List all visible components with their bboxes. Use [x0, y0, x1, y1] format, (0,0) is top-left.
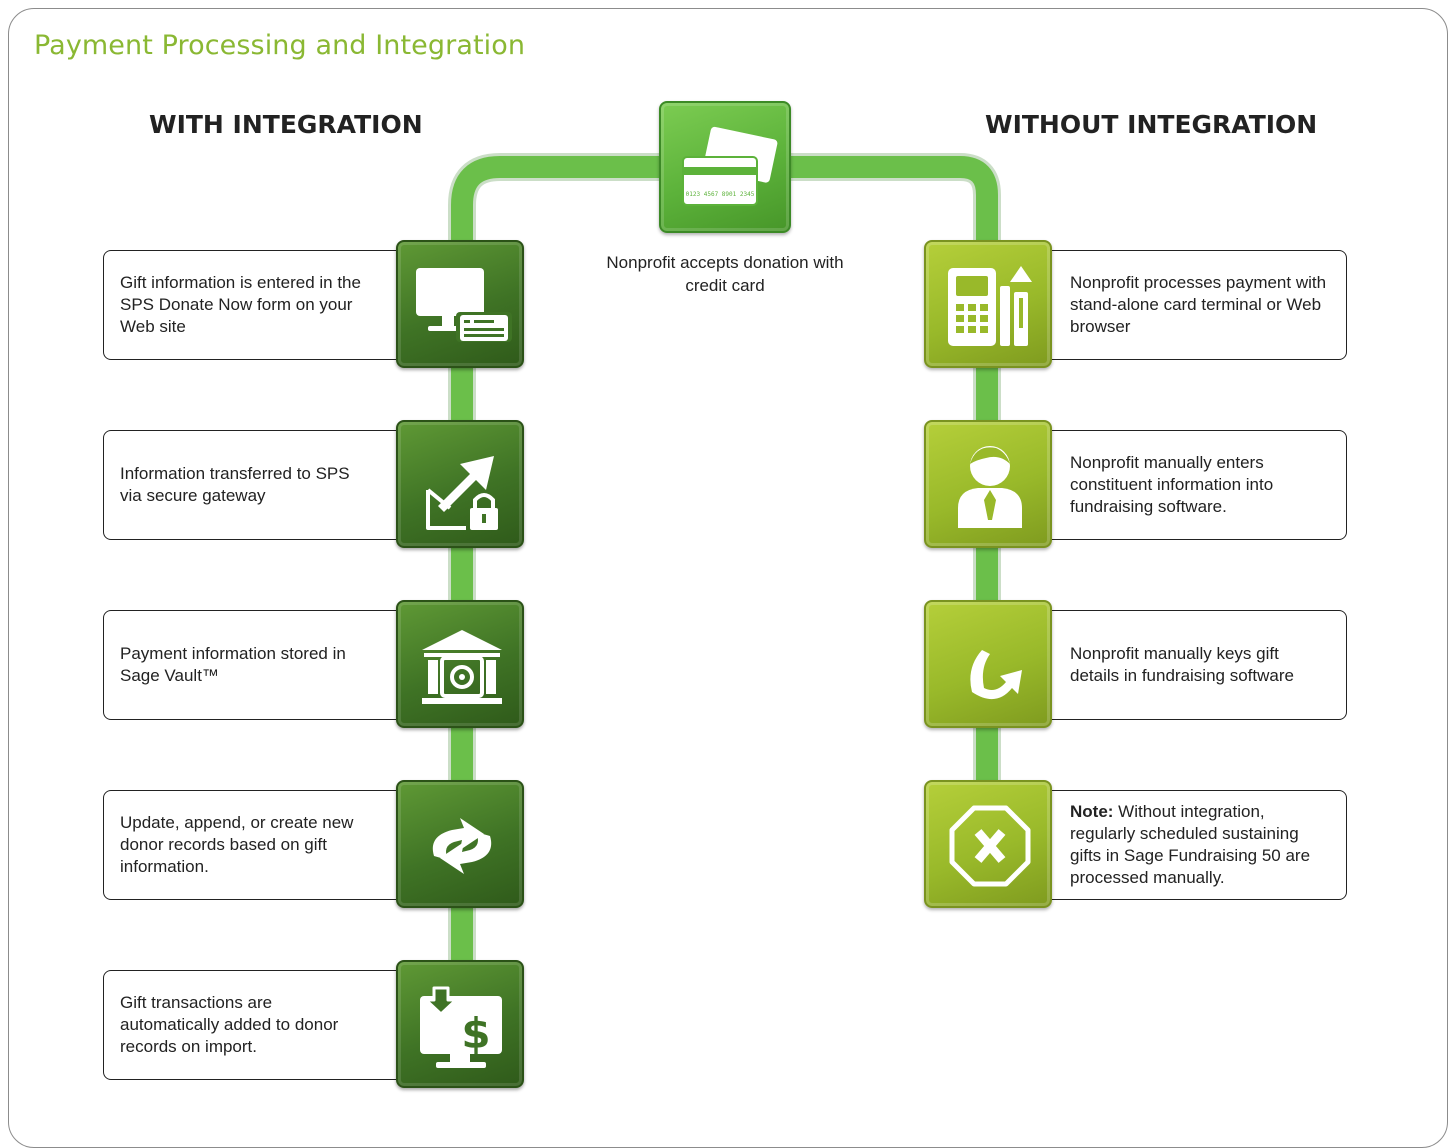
with-step-1-card: Gift information is entered in the SPS D…: [103, 250, 415, 360]
without-step-4-text: Note: Without integration, regularly sch…: [1070, 801, 1330, 889]
note-text: Without integration, regularly scheduled…: [1070, 802, 1311, 887]
person-icon: [924, 420, 1052, 548]
sync-arrows-icon: [396, 780, 524, 908]
with-integration-heading: WITH INTEGRATION: [149, 110, 423, 139]
import-dollar-icon: $: [396, 960, 524, 1088]
stop-x-icon: [924, 780, 1052, 908]
without-step-2-card: Nonprofit manually enters constituent in…: [1035, 430, 1347, 540]
curved-arrow-icon: [924, 600, 1052, 728]
computer-card-icon: [396, 240, 524, 368]
with-step-2-text: Information transferred to SPS via secur…: [120, 464, 350, 505]
note-label: Note:: [1070, 802, 1114, 821]
card-terminal-icon: [924, 240, 1052, 368]
without-step-2-text: Nonprofit manually enters constituent in…: [1070, 453, 1274, 516]
with-step-1-text: Gift information is entered in the SPS D…: [120, 273, 361, 336]
with-step-3-card: Payment information stored in Sage Vault…: [103, 610, 415, 720]
card-number-text: 0123 4567 8901 2345: [686, 191, 755, 198]
with-step-3-text: Payment information stored in Sage Vault…: [120, 644, 346, 685]
page-title: Payment Processing and Integration: [34, 30, 526, 61]
with-step-4-text: Update, append, or create new donor reco…: [120, 813, 354, 876]
center-caption: Nonprofit accepts donation with credit c…: [606, 253, 844, 295]
secure-transfer-icon: [396, 420, 524, 548]
without-step-3-text: Nonprofit manually keys gift details in …: [1070, 644, 1294, 685]
with-step-5-card: Gift transactions are automatically adde…: [103, 970, 415, 1080]
with-step-5-text: Gift transactions are automatically adde…: [120, 993, 339, 1056]
without-step-1-text: Nonprofit processes payment with stand-a…: [1070, 273, 1327, 336]
without-step-4-card: Note: Without integration, regularly sch…: [1035, 790, 1347, 900]
credit-cards-icon: 0123 4567 8901 2345: [659, 101, 791, 233]
without-step-3-card: Nonprofit manually keys gift details in …: [1035, 610, 1347, 720]
without-integration-heading: WITHOUT INTEGRATION: [985, 110, 1318, 139]
without-step-1-card: Nonprofit processes payment with stand-a…: [1035, 250, 1347, 360]
with-step-4-card: Update, append, or create new donor reco…: [103, 790, 415, 900]
vault-icon: [396, 600, 524, 728]
svg-text:$: $: [461, 1009, 490, 1058]
with-step-2-card: Information transferred to SPS via secur…: [103, 430, 415, 540]
